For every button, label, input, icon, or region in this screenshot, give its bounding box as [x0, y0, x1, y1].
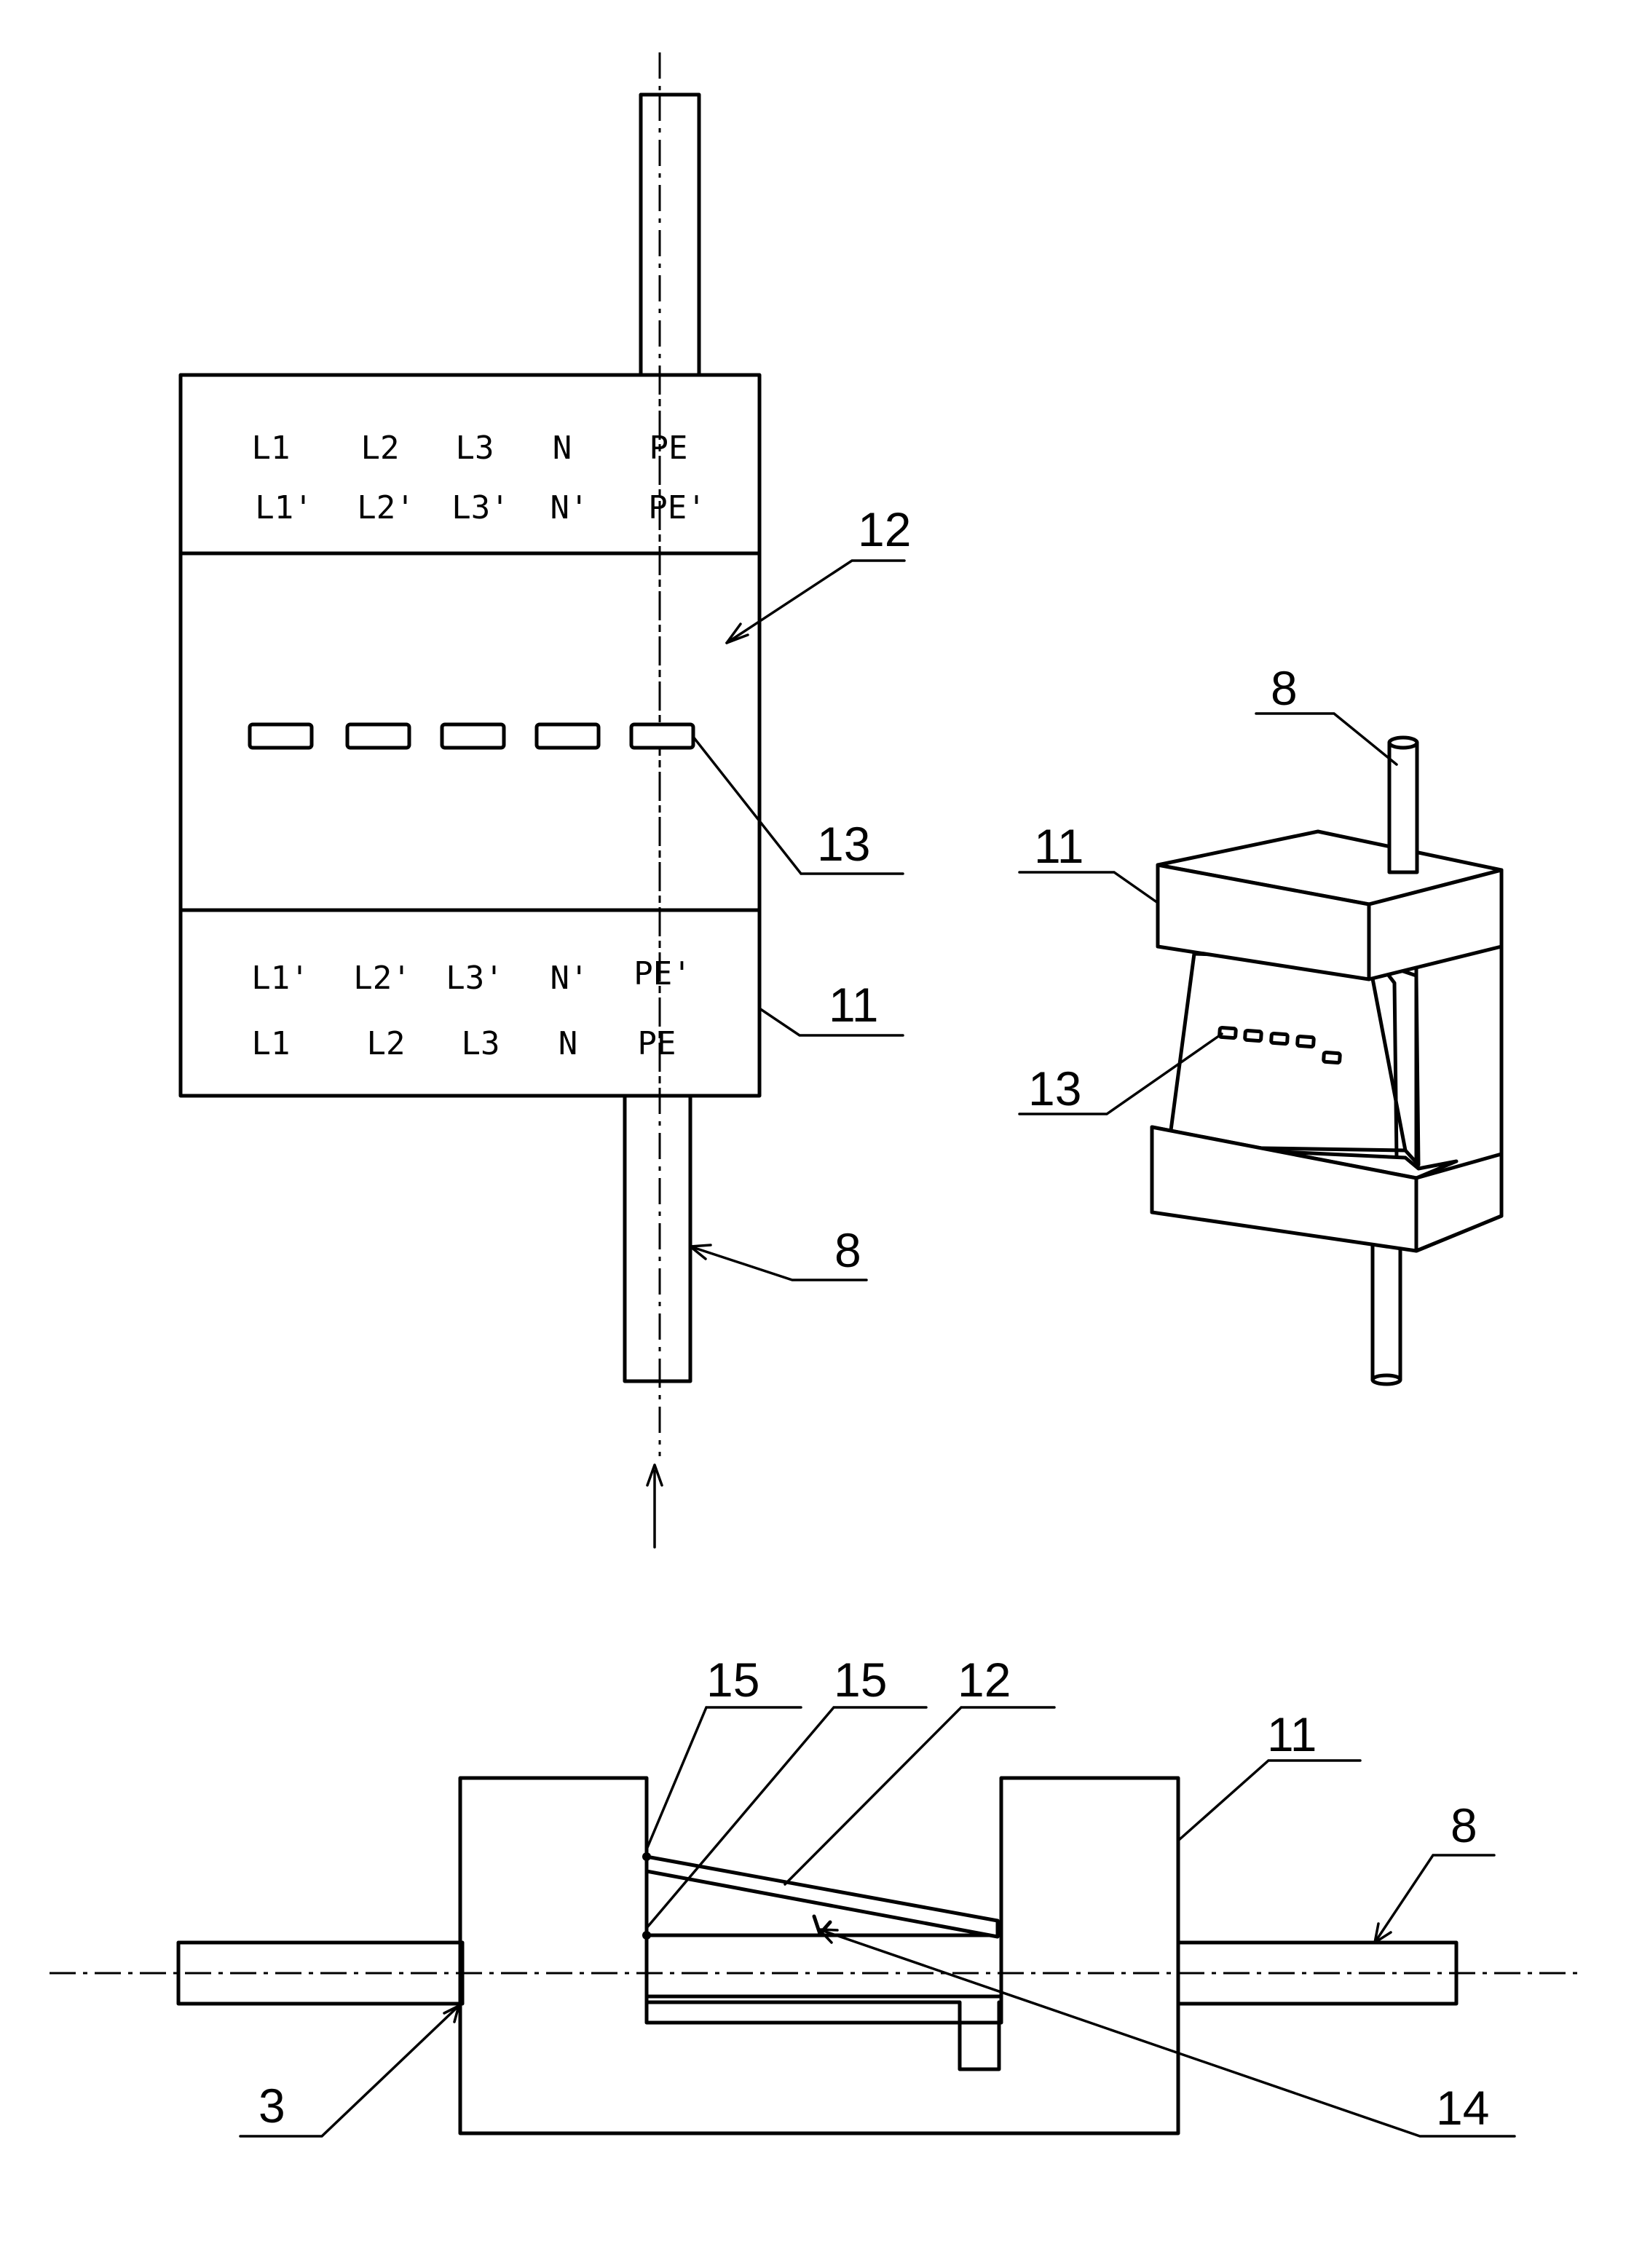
ref-label-8: 8 — [834, 1223, 861, 1277]
leader-11-persp — [1019, 872, 1158, 903]
rod-bottom — [625, 1096, 690, 1381]
arrowhead-12 — [727, 624, 748, 643]
front-view: L1 L2 L3 N PE L1' L2' L3' N' PE' L1' L2'… — [181, 52, 911, 1547]
rod-top — [641, 95, 699, 375]
upper-row1-cell: L2 — [361, 430, 400, 467]
leader-15-left — [647, 1707, 801, 1849]
edge-15-upper — [642, 1852, 651, 1861]
contact-slot — [537, 724, 599, 748]
ref-label-15-left: 15 — [706, 1653, 759, 1707]
section-view: 15 15 12 11 8 3 14 — [50, 1653, 1579, 2136]
housing-section-outline — [460, 1778, 1178, 2133]
rod-upper-persp-top — [1389, 738, 1417, 748]
ref-label-13-persp: 13 — [1028, 1062, 1081, 1115]
tilted-contact-panel — [647, 1857, 998, 1937]
upper-row1-cell: L3 — [456, 430, 494, 467]
upper-row2-cell: PE' — [648, 489, 706, 526]
ref-label-11: 11 — [829, 978, 879, 1032]
inner-channel — [647, 1935, 999, 2069]
leader-12 — [727, 561, 904, 643]
contact-slot-persp — [1324, 1052, 1341, 1063]
upper-row2-cell: L1' — [255, 489, 312, 526]
contact-slot — [347, 724, 409, 748]
contact-slot-persp — [1245, 1030, 1262, 1041]
rod-lower-persp-end — [1373, 1375, 1400, 1384]
leader-8-persp — [1256, 714, 1397, 764]
edge-15-lower — [642, 1931, 651, 1940]
ref-label-3-section: 3 — [258, 2079, 285, 2133]
perspective-view: 8 11 13 — [1019, 661, 1501, 1384]
contact-slot — [631, 724, 693, 748]
contact-slot — [442, 724, 504, 748]
ref-label-11-persp: 11 — [1034, 819, 1084, 873]
ref-label-14-section: 14 — [1436, 2081, 1489, 2135]
ref-label-8-persp: 8 — [1271, 661, 1298, 715]
leader-14-section — [819, 1929, 1515, 2136]
lower-row2-cell: N — [559, 1025, 578, 1062]
lower-row2-cell: L1 — [252, 1025, 291, 1062]
contact-panel-persp — [1169, 954, 1405, 1150]
leader-8-section — [1375, 1855, 1494, 1943]
ref-label-12-section: 12 — [958, 1653, 1011, 1707]
upper-row2-cell: N' — [550, 489, 589, 526]
lower-row1-cell: L3' — [446, 960, 503, 997]
lower-row2-cell: L3 — [462, 1025, 500, 1062]
arrowhead-8-section — [1375, 1924, 1391, 1943]
contact-slots — [250, 724, 693, 748]
upper-row2-cell: L2' — [357, 489, 414, 526]
upper-row1-cell: L1 — [252, 430, 291, 467]
lower-row1-cell: N' — [550, 960, 589, 997]
lower-terminal-labels: L1' L2' L3' N' PE' L1 L2 L3 N PE — [251, 955, 691, 1062]
lower-row1-cell: L2' — [353, 960, 411, 997]
front-view-callouts: 12 13 11 8 — [647, 502, 911, 1547]
contact-slot-persp — [1271, 1033, 1288, 1044]
ref-label-11-section: 11 — [1267, 1707, 1317, 1761]
lower-row2-cell: L2 — [367, 1025, 406, 1062]
upper-row1-cell: N — [553, 430, 572, 467]
lower-row1-cell: L1' — [251, 960, 309, 997]
upper-terminal-labels: L1 L2 L3 N PE L1' L2' L3' N' PE' — [252, 430, 706, 526]
lower-row2-cell: PE — [638, 1025, 676, 1062]
contact-slot — [250, 724, 312, 748]
ref-label-8-section: 8 — [1451, 1798, 1477, 1852]
upper-row1-cell: PE — [650, 430, 688, 467]
leader-11-section — [1178, 1761, 1360, 1841]
leader-12-section — [785, 1707, 1054, 1884]
contact-slot-persp — [1298, 1036, 1314, 1047]
upper-row2-cell: L3' — [451, 489, 509, 526]
ref-label-12: 12 — [858, 502, 911, 556]
lower-row1-cell: PE' — [634, 955, 691, 992]
ref-label-13: 13 — [817, 817, 870, 871]
leader-13 — [693, 737, 903, 874]
ref-label-15-right: 15 — [834, 1653, 887, 1707]
